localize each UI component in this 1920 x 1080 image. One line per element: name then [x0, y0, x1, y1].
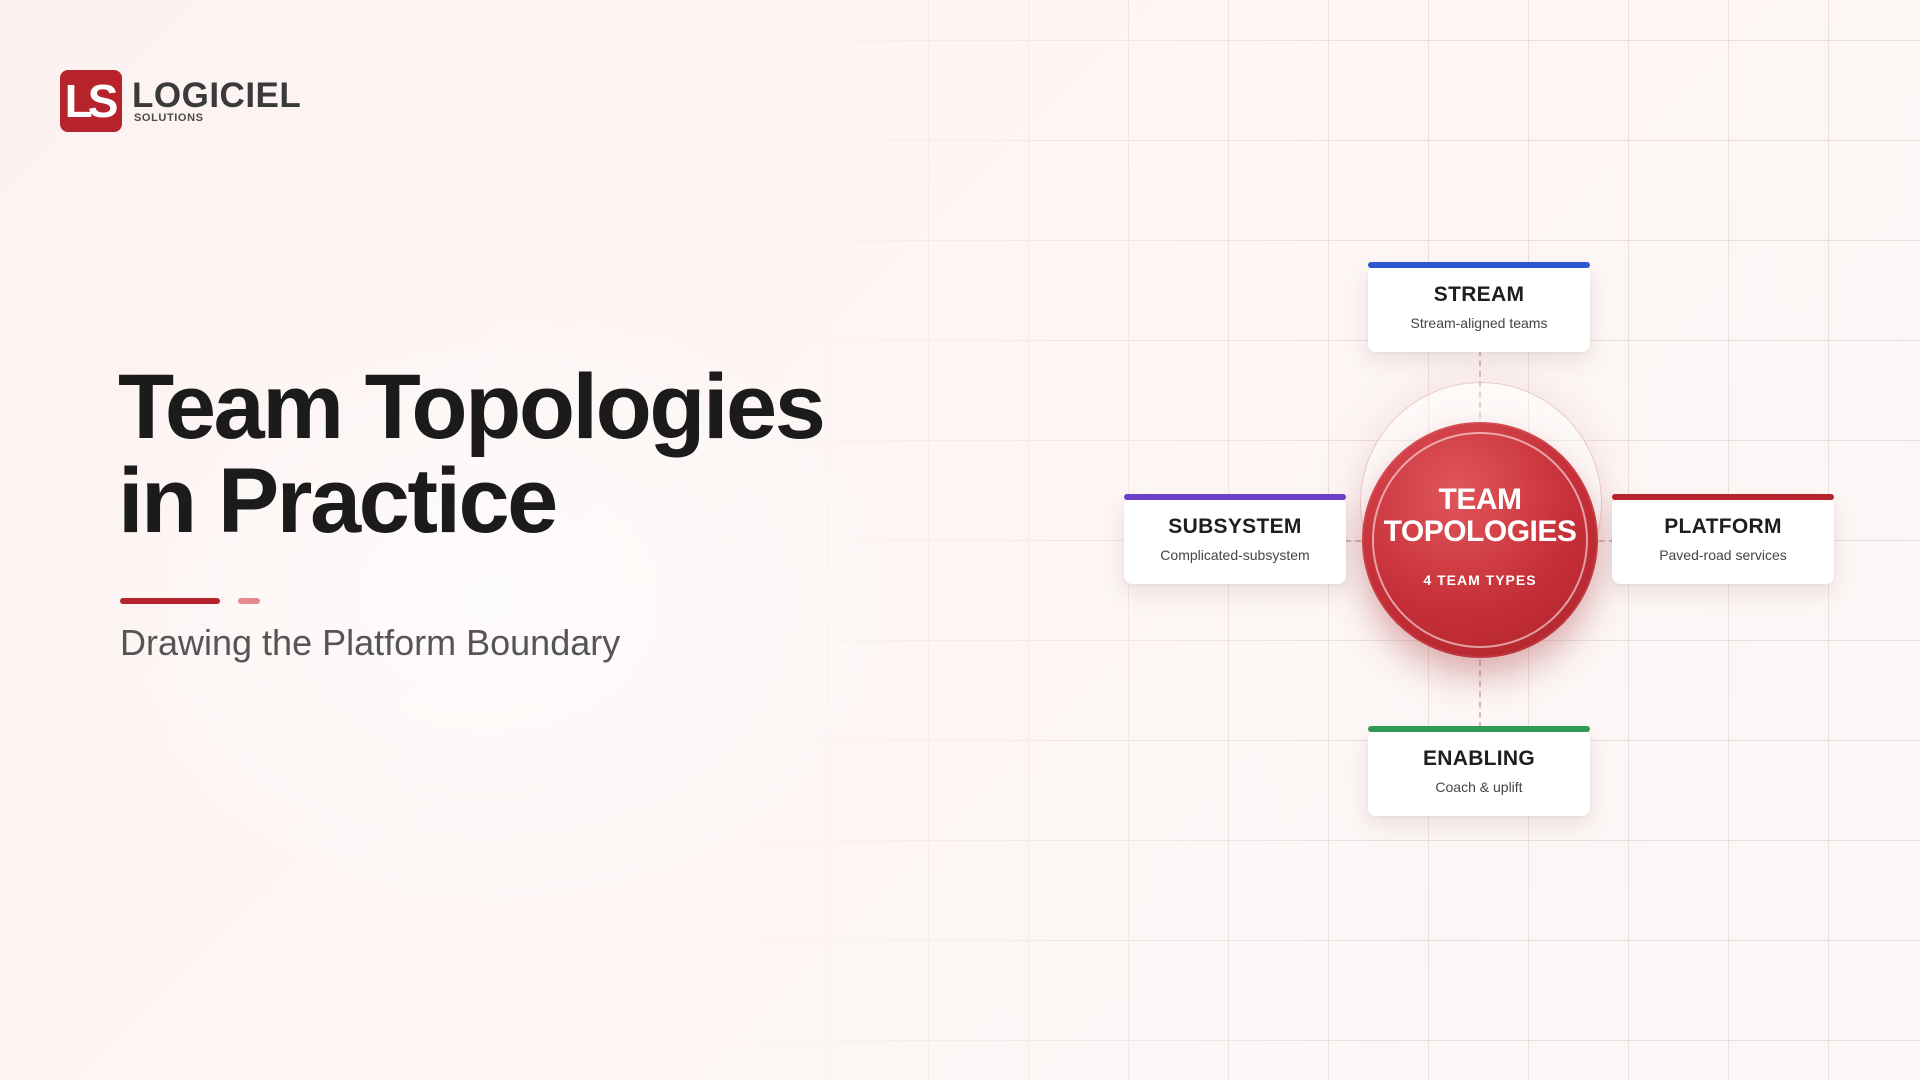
hub-inner-ring [1372, 432, 1588, 648]
card-enabling: ENABLING Coach & uplift [1368, 726, 1590, 816]
card-stream-desc: Stream-aligned teams [1410, 315, 1548, 331]
company-logo: LS LOGICIEL SOLUTIONS [60, 70, 301, 132]
title-accent-bar [120, 598, 220, 604]
hub-subtitle: 4 TEAM TYPES [1423, 572, 1537, 588]
card-stream-title: STREAM [1433, 283, 1525, 306]
logo-mark: LS [60, 70, 122, 132]
card-enabling-title: ENABLING [1422, 747, 1536, 770]
page-title: Team Topologies in Practice [118, 356, 826, 552]
card-platform-desc: Paved-road services [1659, 547, 1787, 563]
page-subtitle: Drawing the Platform Boundary [120, 622, 621, 663]
connector-bottom [1479, 660, 1481, 780]
card-stream: STREAM Stream-aligned teams [1368, 262, 1590, 352]
card-platform: PLATFORM Paved-road services [1612, 494, 1834, 584]
title-line-1: Team Topologies [118, 356, 826, 458]
card-subsystem-title: SUBSYSTEM [1168, 515, 1302, 538]
title-accent-dash [238, 598, 260, 604]
logo-text: LOGICIEL SOLUTIONS [132, 76, 302, 125]
card-subsystem: SUBSYSTEM Complicated-subsystem [1124, 494, 1346, 584]
logo-name: LOGICIEL [132, 76, 302, 115]
hub-circle: TEAM TOPOLOGIES 4 TEAM TYPES [1362, 422, 1598, 658]
card-platform-title: PLATFORM [1664, 515, 1782, 538]
logo-subtitle: SOLUTIONS [134, 112, 204, 124]
card-enabling-desc: Coach & uplift [1435, 779, 1523, 795]
hub-title: TEAM TOPOLOGIES [1383, 483, 1577, 548]
title-line-2: in Practice [118, 450, 558, 552]
team-topologies-diagram: TEAM TOPOLOGIES 4 TEAM TYPES STREAM Stre… [1100, 250, 1860, 850]
card-subsystem-desc: Complicated-subsystem [1160, 547, 1310, 563]
